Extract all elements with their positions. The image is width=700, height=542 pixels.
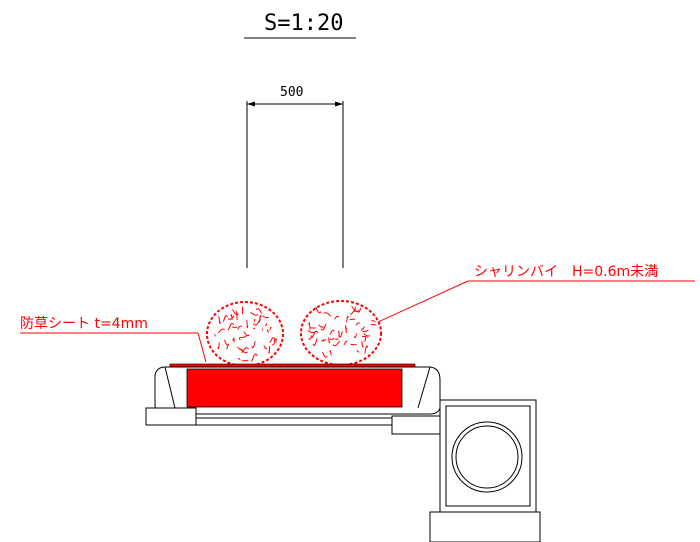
shrub-texture-stroke bbox=[329, 350, 332, 356]
shrub-texture-stroke bbox=[361, 340, 364, 348]
shrub-texture-stroke bbox=[332, 340, 341, 347]
right-base-block bbox=[391, 415, 441, 435]
shrub-texture-stroke bbox=[227, 322, 235, 331]
shrub-texture-stroke bbox=[329, 338, 336, 340]
shrub-texture-stroke bbox=[241, 347, 249, 354]
shrub-texture-stroke bbox=[346, 315, 349, 323]
sheet-label: 防草シート t=4mm bbox=[20, 316, 148, 332]
shrub-texture-stroke bbox=[335, 338, 339, 341]
shrub-texture-stroke bbox=[261, 328, 264, 331]
shrub-texture-stroke bbox=[266, 328, 270, 333]
drain-foundation bbox=[429, 511, 541, 542]
shrub-texture-stroke bbox=[251, 341, 256, 349]
shrub-texture-stroke bbox=[361, 335, 369, 338]
shrub-texture-stroke bbox=[321, 351, 328, 358]
shrub-texture-stroke bbox=[271, 343, 275, 346]
shrub-right bbox=[300, 300, 382, 366]
shrub-texture-stroke bbox=[312, 338, 318, 346]
drain-inner-box bbox=[445, 405, 531, 507]
shrub-texture-stroke bbox=[338, 331, 343, 338]
shrub-texture-stroke bbox=[315, 306, 322, 314]
shrub-texture-stroke bbox=[328, 337, 331, 344]
shrub-texture-stroke bbox=[357, 307, 362, 313]
shrub-texture-stroke bbox=[250, 353, 258, 362]
shrub-texture-stroke bbox=[370, 323, 377, 326]
shrub-texture-stroke bbox=[246, 319, 249, 329]
shrub-texture-stroke bbox=[364, 345, 369, 354]
shrub-label: シャリンバイ H=0.6m未満 bbox=[474, 264, 658, 280]
shrub-texture-stroke bbox=[261, 315, 269, 319]
drain-pipe-inner bbox=[455, 425, 519, 489]
shrub-leader-line bbox=[377, 280, 469, 323]
sheet-annotation: 防草シート t=4mm bbox=[20, 316, 207, 363]
shrub-texture-stroke bbox=[255, 308, 263, 314]
drain-pipe-outer bbox=[451, 421, 523, 493]
shrub-texture-stroke bbox=[218, 315, 221, 324]
dimension-arrow-right bbox=[335, 101, 343, 107]
left-base-block bbox=[145, 407, 197, 426]
shrub-texture-stroke bbox=[363, 333, 371, 337]
shrub-texture-stroke bbox=[264, 322, 268, 327]
shrub-texture-stroke bbox=[323, 312, 332, 317]
shrub-texture-stroke bbox=[353, 333, 358, 338]
shrub-texture-stroke bbox=[217, 328, 226, 334]
shrub-texture-stroke bbox=[356, 349, 360, 353]
shrub-texture-stroke bbox=[269, 326, 272, 331]
planter-section bbox=[145, 363, 441, 435]
shrub-texture-stroke bbox=[318, 324, 325, 328]
shrub-texture-stroke bbox=[333, 315, 340, 320]
sheet-leader-line bbox=[197, 332, 207, 363]
shrub-texture-stroke bbox=[343, 340, 348, 346]
shrub-texture-stroke bbox=[329, 329, 335, 335]
shrub-texture-stroke bbox=[353, 306, 357, 312]
shrub-texture-stroke bbox=[320, 339, 327, 342]
shrub-texture-stroke bbox=[237, 358, 241, 361]
shrub-texture-stroke bbox=[308, 335, 313, 340]
shrub-texture-stroke bbox=[217, 342, 220, 349]
shrub-texture-stroke bbox=[320, 323, 327, 331]
shrub-texture-stroke bbox=[338, 330, 340, 338]
shrub-texture-stroke bbox=[250, 312, 259, 316]
shrub-texture-stroke bbox=[361, 326, 366, 330]
shrub-texture-stroke bbox=[235, 310, 238, 313]
shrub-texture-stroke bbox=[243, 331, 250, 337]
shrub-texture-stroke bbox=[355, 322, 361, 326]
shrub-texture-stroke bbox=[344, 325, 348, 330]
shrub-texture-stroke bbox=[351, 306, 360, 312]
shrub-texture-stroke bbox=[258, 315, 262, 323]
shrub-texture-stroke bbox=[268, 345, 271, 354]
planter-left-wall bbox=[164, 366, 176, 409]
planter-right-wall bbox=[417, 366, 431, 409]
dimension-arrow-left bbox=[247, 101, 255, 107]
shrub-left bbox=[206, 301, 284, 367]
shrub-texture-stroke bbox=[237, 325, 243, 330]
shrub-texture-stroke bbox=[232, 337, 235, 341]
dimension-label: 500 bbox=[280, 85, 303, 100]
shrub-texture-stroke bbox=[222, 315, 228, 323]
shrub-texture-stroke bbox=[223, 339, 230, 346]
shrub-annotation: シャリンバイ H=0.6m未満 bbox=[377, 264, 695, 323]
shrub-texture-stroke bbox=[263, 345, 268, 350]
shrub-texture-stroke bbox=[311, 330, 319, 339]
shrub-texture-stroke bbox=[308, 322, 311, 331]
drain-block bbox=[429, 399, 541, 542]
shrub-texture-stroke bbox=[362, 329, 369, 333]
shrub-texture-stroke bbox=[307, 330, 316, 334]
shrub-texture-stroke bbox=[238, 337, 241, 341]
shrub-texture-stroke bbox=[241, 359, 249, 362]
shrub-texture-stroke bbox=[236, 346, 243, 350]
shrub-texture-stroke bbox=[269, 337, 276, 343]
shrub-texture-stroke bbox=[371, 320, 376, 323]
soil-fill bbox=[186, 368, 403, 408]
width-dimension: 500 bbox=[246, 85, 344, 268]
shrub-texture-stroke bbox=[253, 318, 262, 326]
shrub-texture-stroke bbox=[253, 318, 256, 323]
scale-title: S=1:20 bbox=[264, 11, 343, 36]
shrub-texture-stroke bbox=[230, 314, 233, 320]
